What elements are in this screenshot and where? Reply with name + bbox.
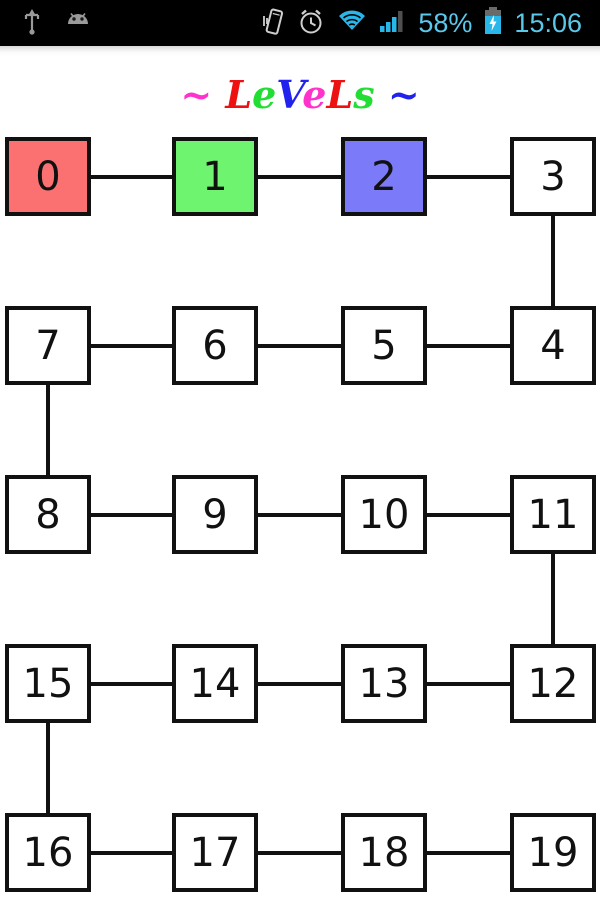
connector-horizontal [89, 343, 174, 348]
title-letter-9: ~ [387, 72, 420, 117]
page-title: ~ LeVeLs ~ [0, 70, 600, 120]
level-button-9[interactable]: 9 [172, 475, 258, 554]
title-letter-5: e [302, 72, 327, 117]
connector-horizontal [425, 512, 512, 517]
level-button-1[interactable]: 1 [172, 137, 258, 216]
battery-percent-label: 58% [418, 7, 473, 38]
alarm-clock-icon [297, 7, 325, 40]
connector-horizontal [256, 681, 343, 686]
level-label: 0 [35, 153, 61, 200]
connector-horizontal [256, 850, 343, 855]
level-label: 1 [202, 153, 228, 200]
level-button-10[interactable]: 10 [341, 475, 427, 554]
level-label: 12 [527, 660, 579, 707]
title-letter-3: e [252, 72, 277, 117]
battery-charging-icon [483, 6, 503, 41]
connector-vertical [551, 552, 555, 646]
connector-horizontal [89, 681, 174, 686]
level-button-0[interactable]: 0 [5, 137, 91, 216]
level-button-14[interactable]: 14 [172, 644, 258, 723]
status-bar[interactable]: 58% 15:06 [0, 0, 600, 46]
connector-vertical [46, 383, 50, 477]
connector-horizontal [425, 850, 512, 855]
level-button-17[interactable]: 17 [172, 813, 258, 892]
level-label: 8 [35, 491, 61, 538]
connector-vertical [551, 214, 555, 308]
level-label: 19 [527, 829, 579, 876]
connector-horizontal [89, 174, 174, 179]
connector-horizontal [256, 343, 343, 348]
connector-horizontal [256, 174, 343, 179]
level-label: 5 [371, 322, 397, 369]
level-label: 2 [371, 153, 397, 200]
level-button-6[interactable]: 6 [172, 306, 258, 385]
level-button-8[interactable]: 8 [5, 475, 91, 554]
level-label: 17 [189, 829, 241, 876]
level-label: 16 [22, 829, 74, 876]
level-button-19[interactable]: 19 [510, 813, 596, 892]
connector-horizontal [425, 174, 512, 179]
wifi-icon [336, 8, 368, 39]
level-button-4[interactable]: 4 [510, 306, 596, 385]
level-label: 9 [202, 491, 228, 538]
usb-icon [22, 7, 42, 40]
level-button-13[interactable]: 13 [341, 644, 427, 723]
status-bar-left-icons [22, 7, 92, 40]
level-button-7[interactable]: 7 [5, 306, 91, 385]
title-letter-6: L [326, 72, 354, 117]
level-label: 15 [22, 660, 74, 707]
connector-horizontal [89, 850, 174, 855]
level-label: 13 [358, 660, 410, 707]
title-letter-4: V [276, 72, 303, 117]
level-label: 4 [540, 322, 566, 369]
android-debug-icon [64, 10, 92, 37]
level-label: 18 [358, 829, 410, 876]
clock-label: 15:06 [514, 7, 582, 38]
level-button-18[interactable]: 18 [341, 813, 427, 892]
connector-horizontal [256, 512, 343, 517]
connector-vertical [46, 721, 50, 815]
level-button-5[interactable]: 5 [341, 306, 427, 385]
title-letter-7: s [353, 72, 375, 117]
level-label: 7 [35, 322, 61, 369]
status-bar-shadow [0, 46, 600, 56]
vibrate-icon [262, 6, 286, 41]
title-letter-2: L [225, 72, 253, 117]
level-label: 11 [527, 491, 579, 538]
signal-bars-icon [379, 8, 407, 39]
level-button-12[interactable]: 12 [510, 644, 596, 723]
title-letter-0: ~ [180, 72, 213, 117]
connector-horizontal [425, 681, 512, 686]
level-label: 10 [358, 491, 410, 538]
level-button-3[interactable]: 3 [510, 137, 596, 216]
connector-horizontal [89, 512, 174, 517]
level-label: 3 [540, 153, 566, 200]
status-bar-right-icons: 58% 15:06 [262, 6, 590, 41]
level-button-2[interactable]: 2 [341, 137, 427, 216]
level-button-11[interactable]: 11 [510, 475, 596, 554]
level-button-16[interactable]: 16 [5, 813, 91, 892]
level-label: 6 [202, 322, 228, 369]
connector-horizontal [425, 343, 512, 348]
level-label: 14 [189, 660, 241, 707]
level-button-15[interactable]: 15 [5, 644, 91, 723]
